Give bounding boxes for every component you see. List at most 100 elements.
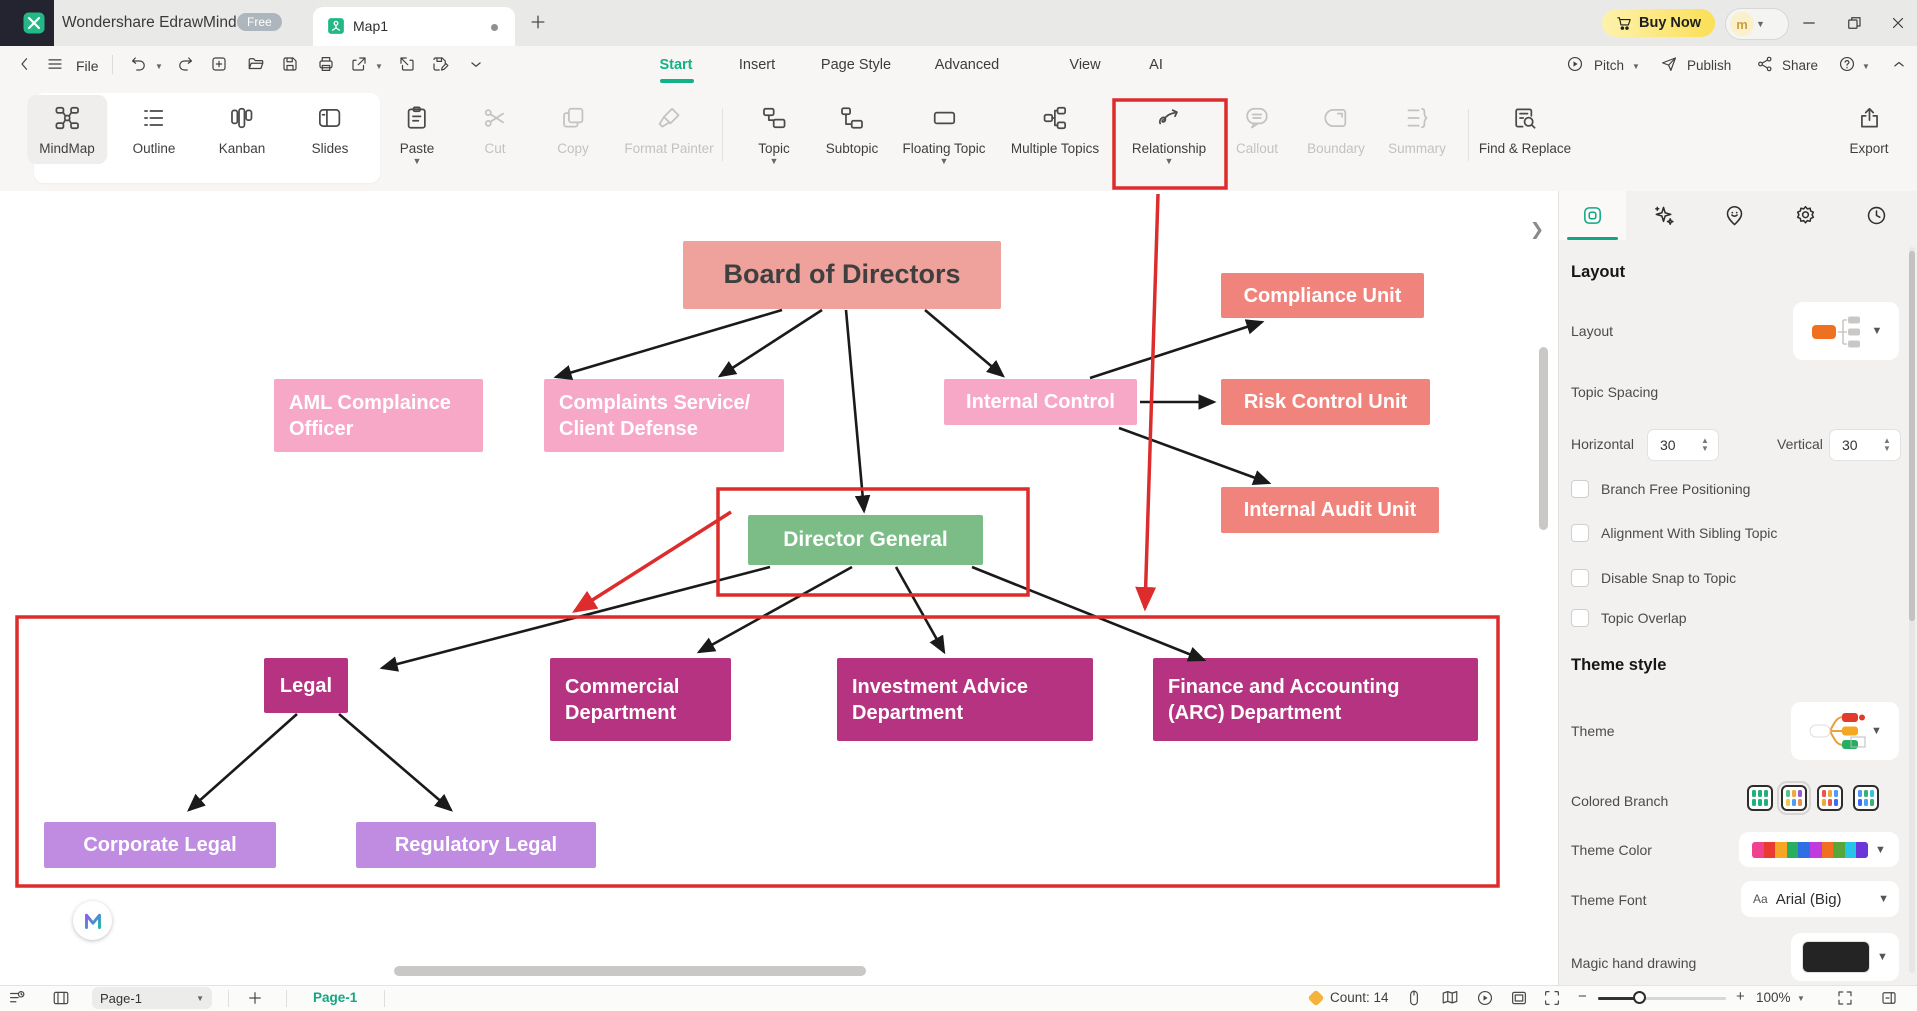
presentation-play-icon[interactable]	[1476, 989, 1494, 1007]
caret-down-icon[interactable]: ▼	[412, 156, 422, 166]
frame-view-icon[interactable]	[1510, 989, 1528, 1007]
vertical-spacing-value[interactable]: 30	[1842, 437, 1858, 453]
topic-node[interactable]: Finance and Accounting (ARC) Department	[1153, 658, 1478, 741]
topic-node[interactable]: Director General	[748, 515, 983, 565]
horizontal-scrollbar[interactable]	[394, 966, 866, 976]
back-button[interactable]	[16, 55, 34, 73]
menu-tab-insert[interactable]: Insert	[738, 57, 776, 73]
account-menu[interactable]: m ▼	[1725, 8, 1789, 40]
zoom-level[interactable]: 100%	[1756, 990, 1791, 1005]
checkbox-unchecked[interactable]	[1571, 480, 1589, 498]
caret-down-icon[interactable]: ▼	[769, 156, 779, 166]
redo-button[interactable]	[176, 55, 194, 73]
share-icon[interactable]	[1756, 55, 1774, 73]
publish-icon[interactable]	[1660, 55, 1678, 73]
colored-branch-option-1[interactable]	[1747, 785, 1773, 811]
zoom-out-button[interactable]: −	[1578, 988, 1587, 1005]
restore-button[interactable]	[1845, 14, 1863, 32]
topic-node[interactable]: AML Complaince Officer	[274, 379, 483, 452]
topic-node[interactable]: Commercial Department	[550, 658, 731, 741]
checkbox-unchecked[interactable]	[1571, 609, 1589, 627]
share-button[interactable]: Share	[1782, 58, 1819, 73]
toolbar-slides-button[interactable]: Slides	[312, 101, 348, 156]
vertical-scrollbar[interactable]	[1539, 347, 1548, 530]
panel-collapse-chevron[interactable]: ❯	[1529, 220, 1545, 239]
pitch-play-icon[interactable]	[1566, 55, 1584, 73]
import-button[interactable]	[398, 55, 416, 73]
save-button[interactable]	[281, 55, 299, 73]
fullscreen-icon[interactable]	[1836, 989, 1854, 1007]
toolbar-floating-topic-button[interactable]: Floating Topic▼	[902, 101, 986, 166]
colored-branch-option-3[interactable]	[1817, 785, 1843, 811]
horizontal-spacing-value[interactable]: 30	[1660, 437, 1676, 453]
caret-down-icon[interactable]: ▼	[1164, 156, 1174, 166]
menu-tab-start[interactable]: Start	[659, 57, 693, 73]
topic-node[interactable]: Investment Advice Department	[837, 658, 1093, 741]
checkbox-row-alignment-with-sibling-topic[interactable]: Alignment With Sibling Topic	[1571, 524, 1777, 542]
panel-tab-theme-flower[interactable]	[1772, 191, 1839, 240]
checkbox-unchecked[interactable]	[1571, 524, 1589, 542]
colored-branch-option-4[interactable]	[1853, 785, 1879, 811]
zoom-in-button[interactable]: +	[1736, 988, 1745, 1005]
toolbar-subtopic-button[interactable]: Subtopic	[826, 101, 878, 156]
zoom-caret-icon[interactable]: ▼	[1797, 994, 1805, 1003]
stepper-arrows-icon[interactable]: ▲▼	[1883, 436, 1891, 453]
checkbox-row-disable-snap-to-topic[interactable]: Disable Snap to Topic	[1571, 569, 1736, 587]
export-caret-icon[interactable]: ▼	[375, 62, 383, 71]
topic-node[interactable]: Internal Audit Unit	[1221, 487, 1439, 533]
new-document-button[interactable]	[210, 55, 228, 73]
zoom-slider-track[interactable]	[1598, 997, 1726, 1000]
fit-screen-icon[interactable]	[1543, 989, 1561, 1007]
undo-button[interactable]	[130, 55, 148, 73]
checkbox-row-branch-free-positioning[interactable]: Branch Free Positioning	[1571, 480, 1750, 498]
document-tab[interactable]: Map1	[313, 7, 515, 46]
undo-caret-icon[interactable]: ▼	[155, 62, 163, 71]
collapse-ribbon-icon[interactable]	[1890, 55, 1908, 73]
topic-node[interactable]: Board of Directors	[683, 241, 1001, 309]
vertical-spacing-stepper[interactable]: 30 ▲▼	[1829, 429, 1901, 461]
print-button[interactable]	[317, 55, 335, 73]
save-as-button[interactable]	[431, 55, 449, 73]
hamburger-menu-icon[interactable]	[46, 55, 64, 73]
exit-sidebar-icon[interactable]	[1880, 989, 1898, 1007]
toolbar-kanban-button[interactable]: Kanban	[219, 101, 265, 156]
pitch-caret-icon[interactable]: ▼	[1632, 62, 1640, 71]
topic-node[interactable]: Complaints Service/ Client Defense	[544, 379, 784, 452]
toolbar-relationship-button[interactable]: Relationship▼	[1132, 101, 1206, 166]
stepper-arrows-ic[interactable]: ▲▼	[1701, 436, 1709, 453]
toolbar-mindmap-button[interactable]: MindMap	[27, 95, 107, 164]
magic-hand-dropdown[interactable]: ▼	[1791, 933, 1899, 981]
publish-button[interactable]: Publish	[1687, 58, 1732, 73]
topic-node[interactable]: Regulatory Legal	[356, 822, 596, 868]
zoom-slider-thumb[interactable]	[1633, 991, 1646, 1004]
horizontal-spacing-stepper[interactable]: 30 ▲▼	[1647, 429, 1719, 461]
toolbar-export-button[interactable]: Export	[1849, 101, 1889, 156]
theme-font-dropdown[interactable]: Aa Arial (Big) ▼	[1741, 881, 1899, 917]
toolbar-multiple-topics-button[interactable]: Multiple Topics	[1011, 101, 1099, 156]
theme-dropdown[interactable]: ▼	[1791, 702, 1899, 760]
help-icon[interactable]	[1838, 55, 1856, 73]
menu-tab-view[interactable]: View	[1069, 57, 1101, 73]
topic-node[interactable]: Compliance Unit	[1221, 273, 1424, 318]
pitch-button[interactable]: Pitch	[1594, 58, 1625, 73]
mouse-mode-icon[interactable]	[1405, 989, 1423, 1007]
page-select[interactable]: Page-1 ▼	[92, 987, 212, 1009]
panel-tab-history-clock[interactable]	[1843, 191, 1910, 240]
new-tab-button[interactable]	[528, 12, 548, 32]
help-caret-icon[interactable]: ▼	[1862, 62, 1870, 71]
topic-node[interactable]: Corporate Legal	[44, 822, 276, 868]
map-overview-icon[interactable]	[1441, 989, 1459, 1007]
caret-down-icon[interactable]: ▼	[939, 156, 949, 166]
theme-color-dropdown[interactable]: ▼	[1739, 832, 1899, 867]
colored-branch-option-2[interactable]	[1777, 781, 1811, 815]
panel-tab-emoji-pin[interactable]	[1701, 191, 1768, 240]
add-page-button[interactable]	[246, 989, 264, 1007]
checkbox-row-topic-overlap[interactable]: Topic Overlap	[1571, 609, 1687, 627]
panel-tab-sparkles[interactable]	[1630, 191, 1697, 240]
buy-now-button[interactable]: Buy Now	[1602, 9, 1716, 37]
collapse-menu-icon[interactable]	[467, 55, 485, 73]
toolbar-topic-button[interactable]: Topic▼	[758, 101, 790, 166]
page-tab[interactable]: Page-1	[313, 990, 358, 1005]
toolbar-outline-button[interactable]: Outline	[133, 101, 175, 156]
